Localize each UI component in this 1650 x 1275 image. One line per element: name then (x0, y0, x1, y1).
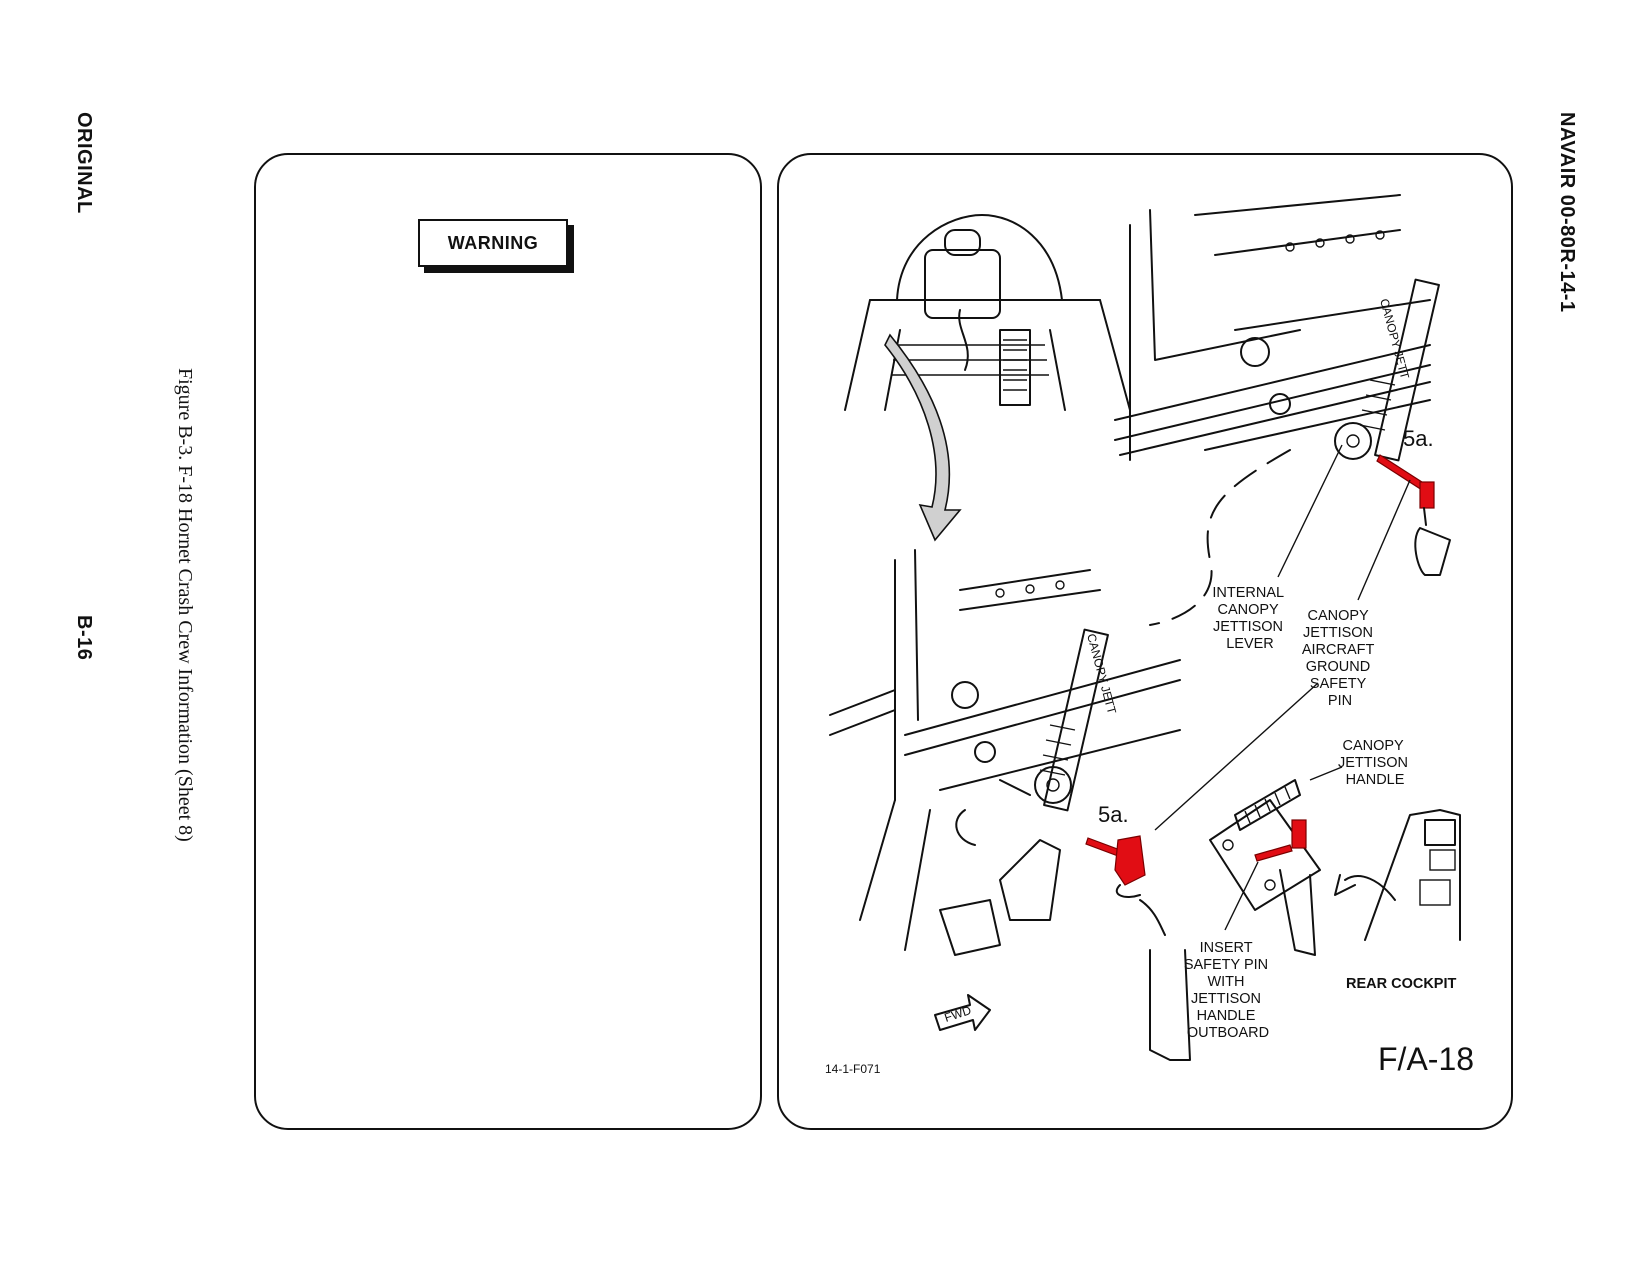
model-label: F/A-18 (1378, 1041, 1474, 1077)
lever-detail-top: CANOPY JETT (1114, 194, 1440, 462)
ground-safety-pin-top (1376, 454, 1451, 576)
label-insert-pin: INSERT SAFETY PIN WITH JETTISON HANDLE O… (1184, 940, 1272, 1041)
illustration-panel (777, 153, 1513, 1130)
rear-cockpit-drawing (1334, 809, 1461, 941)
lever-text-bottom: CANOPY JETT (1084, 632, 1119, 716)
fwd-arrow-icon: FWD (934, 994, 991, 1031)
warning-title: WARNING (418, 219, 568, 267)
jettison-handle-assembly (1209, 779, 1321, 956)
label-internal-lever: INTERNAL CANOPY JETTISON LEVER (1212, 585, 1287, 652)
lever-detail-bottom: CANOPY JETT (829, 549, 1191, 1061)
warning-panel (254, 153, 762, 1130)
label-rear-cockpit: REAR COCKPIT (1346, 976, 1457, 992)
callout-leaders (1154, 444, 1411, 931)
ground-safety-pin-bottom (1085, 835, 1166, 936)
figure-id: 14-1-F071 (825, 1062, 881, 1076)
ref-5a-bottom: 5a. (1098, 802, 1129, 827)
label-jettison-handle: CANOPY JETTISON HANDLE (1338, 738, 1412, 788)
ref-5a-top: 5a. (1403, 426, 1434, 451)
label-ground-safety-pin: CANOPY JETTISON AIRCRAFT GROUND SAFETY P… (1302, 608, 1378, 709)
transition-arrow (884, 333, 962, 542)
cockpit-overview-drawing (844, 214, 1131, 411)
